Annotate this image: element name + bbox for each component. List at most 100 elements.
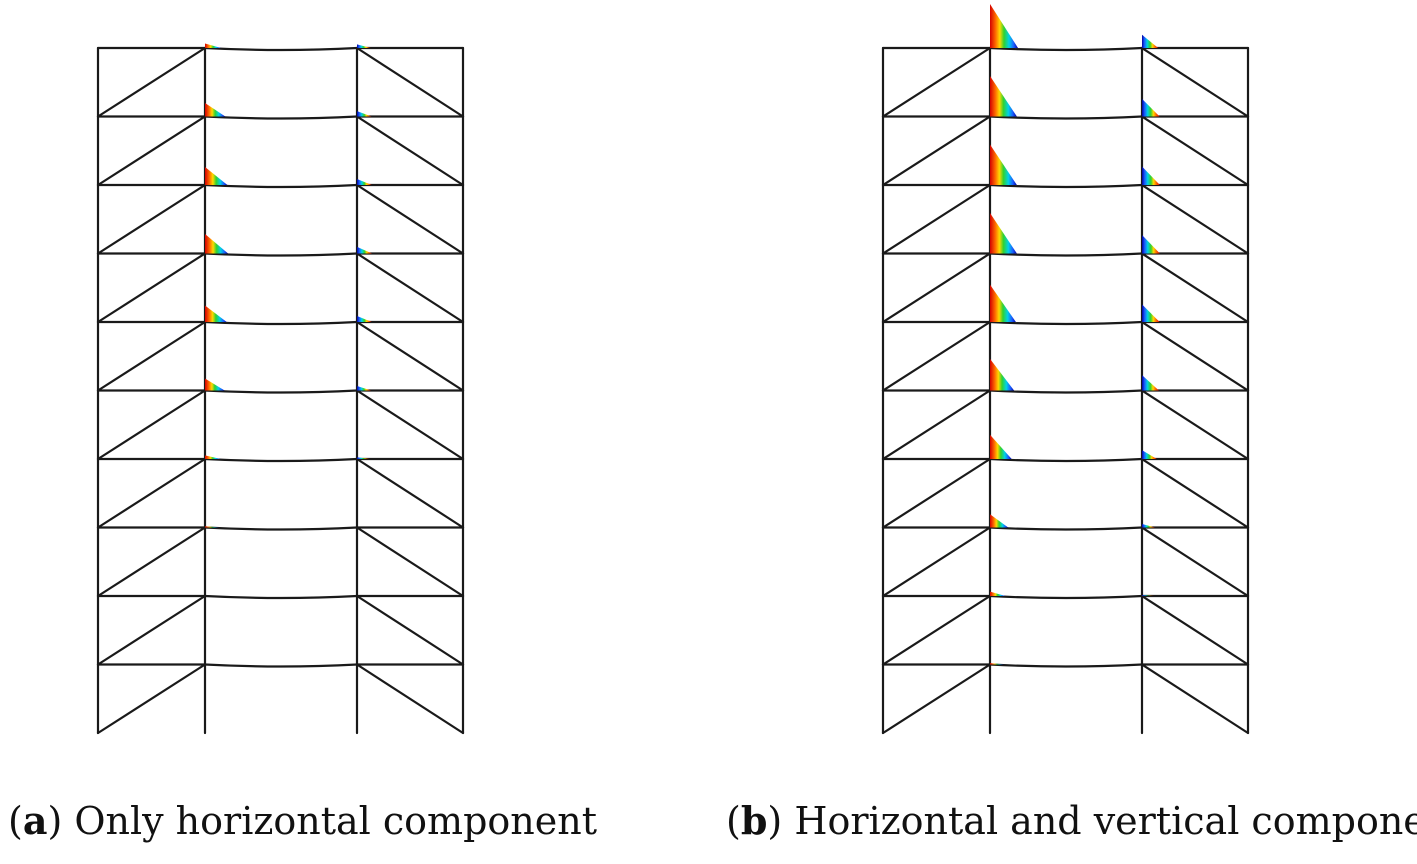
brace-left — [96, 252, 207, 324]
moment-diagram-left — [990, 144, 1017, 185]
brace-left — [96, 594, 207, 666]
beam-middle — [203, 320, 359, 326]
beam-middle — [988, 389, 1144, 394]
brace-left — [881, 115, 992, 187]
moment-diagram-right — [357, 246, 373, 254]
brace-left — [881, 526, 992, 598]
brace-right — [1140, 594, 1250, 666]
moment-diagram-right — [357, 316, 372, 322]
brace-right — [355, 457, 465, 529]
brace-right — [355, 183, 465, 255]
brace-right — [1140, 115, 1250, 187]
beam-middle — [203, 457, 359, 463]
brace-right — [1140, 663, 1250, 735]
brace-right — [355, 320, 465, 392]
beam-middle — [203, 183, 359, 189]
brace-right — [1140, 252, 1250, 324]
caption-a-text: Only horizontal component — [74, 799, 597, 843]
brace-right — [355, 526, 465, 598]
beam-middle — [988, 115, 1144, 120]
brace-left — [881, 663, 992, 735]
brace-left — [96, 526, 207, 598]
brace-right — [355, 46, 465, 118]
moment-diagram-left — [205, 455, 221, 459]
moment-diagram-right — [1142, 98, 1160, 117]
moment-diagram-right — [357, 44, 371, 48]
moment-diagram-left — [205, 526, 220, 528]
beam-middle — [988, 594, 1144, 600]
moment-diagram-left — [205, 103, 226, 117]
brace-right — [1140, 183, 1250, 255]
brace-right — [355, 594, 465, 666]
moment-diagram-right — [357, 386, 372, 391]
brace-left — [881, 594, 992, 666]
brace-left — [96, 46, 207, 118]
beam-middle — [988, 457, 1144, 463]
caption-a: (a) Only horizontal component — [8, 798, 597, 843]
beam-middle — [203, 389, 359, 394]
moment-diagram-left — [990, 213, 1017, 254]
moment-diagram-right — [1142, 235, 1160, 254]
moment-diagram-left — [990, 663, 1005, 665]
moment-diagram-right — [1142, 34, 1159, 48]
moment-diagram-right — [1142, 523, 1156, 528]
brace-right — [1140, 389, 1250, 461]
brace-left — [96, 457, 207, 529]
moment-diagram-left — [990, 358, 1015, 391]
beam-middle — [203, 526, 359, 531]
beam-middle — [988, 252, 1144, 257]
brace-right — [355, 115, 465, 187]
moment-diagram-left — [990, 591, 1006, 596]
beam-middle — [203, 594, 359, 600]
frame-a — [96, 43, 465, 735]
moment-diagram-right — [1142, 450, 1157, 459]
moment-diagram-left — [205, 43, 222, 48]
brace-left — [96, 320, 207, 392]
moment-diagram-left — [990, 514, 1009, 528]
moment-diagram-left — [990, 76, 1017, 117]
brace-left — [96, 389, 207, 461]
brace-right — [1140, 457, 1250, 529]
brace-right — [355, 252, 465, 324]
brace-right — [355, 663, 465, 735]
moment-diagram-left — [990, 4, 1018, 48]
caption-b: (b) Horizontal and vertical component — [726, 802, 1417, 841]
brace-left — [96, 115, 207, 187]
brace-right — [1140, 46, 1250, 118]
caption-b-letter: b — [740, 798, 768, 843]
moment-diagram-right — [357, 457, 370, 459]
beam-middle — [988, 526, 1144, 531]
beam-middle — [203, 663, 359, 668]
brace-left — [881, 183, 992, 255]
beam-middle — [203, 46, 359, 52]
moment-diagram-right — [1142, 166, 1160, 185]
moment-diagram-right — [357, 179, 372, 185]
brace-right — [355, 389, 465, 461]
moment-diagram-right — [357, 111, 372, 117]
frame-b — [881, 4, 1250, 735]
moment-diagram-left — [205, 234, 229, 254]
beam-middle — [988, 320, 1144, 326]
beam-middle — [988, 663, 1144, 668]
beam-middle — [988, 183, 1144, 189]
moment-diagram-left — [205, 378, 225, 391]
moment-diagram-right — [1142, 375, 1159, 391]
brace-right — [1140, 320, 1250, 392]
brace-left — [881, 457, 992, 529]
brace-left — [96, 183, 207, 255]
moment-diagram-right — [1142, 595, 1155, 596]
moment-diagram-left — [205, 167, 228, 185]
brace-right — [1140, 526, 1250, 598]
moment-diagram-left — [990, 284, 1016, 322]
moment-diagram-left — [990, 434, 1012, 459]
beam-middle — [988, 46, 1144, 52]
brace-left — [881, 252, 992, 324]
brace-left — [881, 320, 992, 392]
caption-a-letter: a — [22, 798, 48, 843]
brace-left — [881, 389, 992, 461]
beam-middle — [203, 252, 359, 257]
brace-left — [96, 663, 207, 735]
brace-left — [881, 46, 992, 118]
moment-diagram-right — [1142, 304, 1160, 322]
